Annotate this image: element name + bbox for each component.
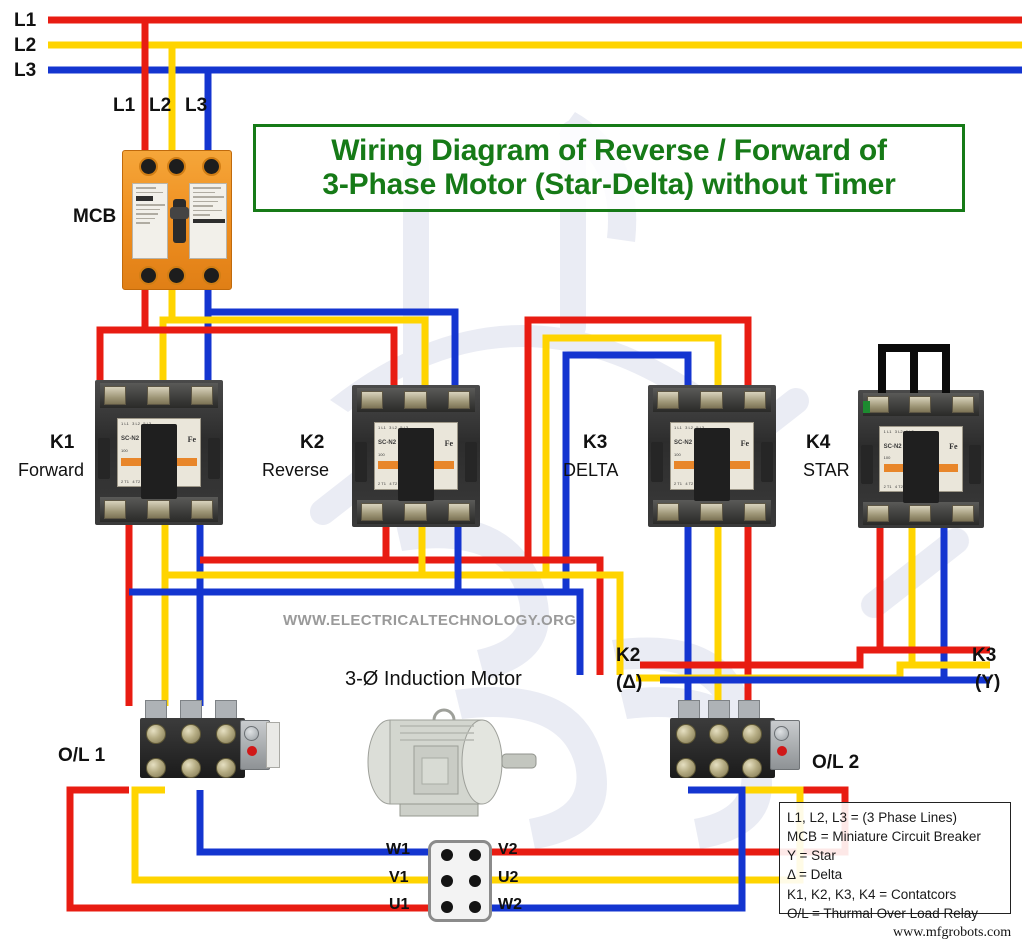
terminal-label-V2: V2: [498, 841, 518, 858]
diagram-title-line2: 3-Phase Motor (Star-Delta) without Timer: [322, 168, 896, 201]
overload-relay-1-label: O/L 1: [58, 745, 106, 766]
contactor-k4-label: K4: [806, 432, 831, 453]
node-label-k2-delta-top: K2: [616, 645, 641, 666]
wire-k1-L2: [159, 316, 172, 380]
legend-item: Y = Star: [787, 848, 836, 864]
motor-terminal-block: [428, 840, 492, 922]
induction-motor: [367, 708, 537, 817]
contactor-k3: 1 L1 3 L2 5 L3 SC-N2 100 2 T1 4 T2 6 T3 …: [648, 385, 776, 527]
legend-box: L1, L2, L3 = (3 Phase Lines) MCB = Minia…: [779, 802, 1011, 921]
terminal-label-V1: V1: [389, 869, 409, 886]
legend-item: O/L = Thurmal Over Load Relay: [787, 905, 978, 921]
wire-ol2-W2: [492, 786, 746, 912]
node-return-red: [640, 646, 990, 669]
wire-k3-L1: [524, 316, 752, 385]
terminal-label-U1: U1: [389, 896, 410, 913]
node-label-k2-delta-bottom: (Δ): [616, 672, 643, 693]
contactor-k2-label: K2: [300, 432, 325, 453]
harness-red-right: [528, 556, 604, 675]
diagram-title-box: Wiring Diagram of Reverse / Forward of 3…: [253, 124, 965, 212]
legend-item: Δ = Delta: [787, 867, 843, 883]
wire-ol1-W1: [196, 790, 428, 856]
terminal-label-W2: W2: [498, 896, 522, 913]
contactor-k1-role: Forward: [18, 460, 85, 480]
terminal-label-W1: W1: [386, 841, 410, 858]
contactor-k3-role: DELTA: [563, 460, 619, 480]
drop-label-L2: L2: [149, 95, 172, 116]
supply-label-L1: L1: [14, 10, 37, 31]
harness-yellow-right: [546, 571, 624, 675]
overload-relay-2: [660, 700, 800, 792]
wire-ol1-V1: [131, 786, 428, 884]
drop-label-L1: L1: [113, 95, 136, 116]
legend-item: K1, K2, K3, K4 = Contatcors: [787, 886, 957, 902]
supply-label-L3: L3: [14, 60, 37, 81]
drop-label-L3: L3: [185, 95, 208, 116]
wire-k1-L1: [96, 326, 145, 380]
legend-item: L1, L2, L3 = (3 Phase Lines): [787, 810, 957, 825]
contactor-k1: 1 L1 3 L2 5 L3 SC-N2 100 2 T1 4 T2 6 T3 …: [95, 380, 223, 525]
contactor-k1-label: K1: [50, 432, 75, 453]
contactor-k3-label: K3: [583, 432, 608, 453]
harness-blue-right: [566, 588, 584, 675]
legend-item: MCB = Miniature Circuit Breaker: [787, 829, 981, 845]
wire-k2-L2: [172, 316, 429, 385]
mcb-label: MCB: [73, 206, 117, 227]
contactor-k4-role: STAR: [803, 460, 850, 480]
terminal-label-U2: U2: [498, 869, 519, 886]
watermark-text: WWW.ELECTRICALTECHNOLOGY.ORG: [283, 612, 577, 629]
contactor-k2-role: Reverse: [262, 460, 330, 480]
node-label-k3-star-bottom: (Y): [975, 672, 1001, 693]
overload-relay-2-label: O/L 2: [812, 752, 860, 773]
diagram-title-line1: Wiring Diagram of Reverse / Forward of: [331, 134, 887, 168]
wire-k2-L3: [208, 308, 459, 385]
contactor-k4: 1 L1 3 L2 5 L3 SC-N2 100 2 T1 4 T2 6 T3 …: [858, 390, 984, 528]
wire-k3-L2: [542, 334, 722, 385]
wire-k2-L1: [145, 326, 398, 385]
mcb-device: [122, 150, 232, 290]
site-url: www.mfgrobots.com: [893, 925, 1012, 940]
node-label-k3-star-top: K3: [972, 645, 997, 666]
motor-label: 3-Ø Induction Motor: [345, 668, 522, 690]
contactor-k2: 1 L1 3 L2 5 L3 SC-N2 100 2 T1 4 T2 6 T3 …: [352, 385, 480, 527]
overload-relay-1: [140, 700, 280, 792]
supply-label-L2: L2: [14, 35, 37, 56]
wire-k3-L3: [562, 351, 692, 385]
wire-ol1-U1: [66, 786, 428, 912]
